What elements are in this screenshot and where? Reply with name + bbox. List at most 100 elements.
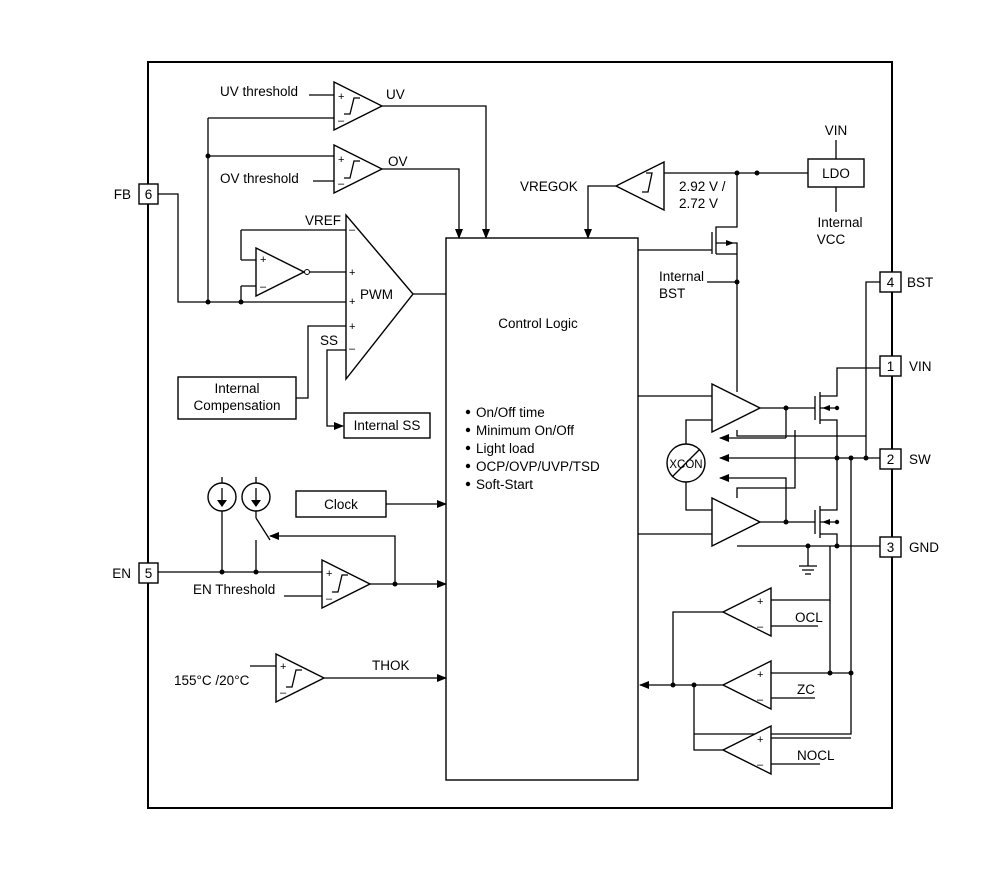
svg-text:+: + — [260, 254, 266, 266]
control-feature-item: Light load — [476, 441, 535, 456]
pwm-comparator: – + + + – — [345, 213, 414, 382]
en-comparator: + – — [321, 558, 372, 610]
internal-bst-label-1: Internal — [659, 269, 704, 284]
pin-vin-number: 1 — [887, 359, 895, 374]
control-feature-item: On/Off time — [476, 405, 545, 420]
svg-text:+: + — [280, 661, 286, 673]
svg-text:–: – — [757, 694, 764, 706]
vref-label: VREF — [305, 213, 341, 228]
svg-text:–: – — [757, 759, 764, 771]
uv-label: UV — [386, 87, 405, 102]
error-amplifier: + – — [255, 246, 310, 298]
bootstrap-switch — [638, 173, 738, 274]
svg-text:+: + — [326, 568, 332, 580]
svg-text:–: – — [260, 281, 267, 293]
pin-fb-number: 6 — [145, 187, 153, 202]
pin-en: 5 EN — [112, 562, 159, 584]
internal-compensation-label-1: Internal — [214, 381, 259, 396]
current-source-right — [241, 477, 271, 512]
control-feature-list: On/Off time Minimum On/Off Light load OC… — [465, 405, 600, 492]
pin-bst: 4 BST — [879, 271, 933, 293]
en-threshold-label: EN Threshold — [193, 582, 275, 597]
internal-compensation-box — [177, 376, 297, 420]
low-side-mosfet — [814, 458, 840, 546]
svg-text:+: + — [757, 734, 763, 746]
ocl-label: OCL — [795, 610, 823, 625]
thermal-comparator: + – — [275, 652, 326, 704]
ov-threshold-label: OV threshold — [220, 171, 299, 186]
nocl-label: NOCL — [797, 748, 835, 763]
svg-text:–: – — [757, 621, 764, 633]
ldo-vin-label: VIN — [825, 123, 848, 138]
pin-sw-name: SW — [909, 452, 931, 467]
xcon-label: XCON — [669, 459, 702, 471]
svg-text:+: + — [349, 296, 355, 308]
svg-text:+: + — [757, 669, 763, 681]
clock-label: Clock — [324, 497, 358, 512]
ocl-comparator: + – — [721, 586, 772, 638]
internal-compensation-label-2: Compensation — [193, 398, 280, 413]
svg-text:+: + — [349, 267, 355, 279]
ground-icon — [799, 565, 817, 575]
pin-sw-number: 2 — [887, 452, 895, 467]
control-feature-item: Soft-Start — [476, 477, 533, 492]
svg-text:–: – — [326, 593, 333, 605]
pin-en-name: EN — [112, 566, 131, 581]
svg-text:+: + — [349, 321, 355, 333]
high-side-driver — [711, 382, 762, 434]
vreg-threshold-label-1: 2.92 V / — [679, 179, 726, 194]
pin-en-number: 5 — [145, 566, 153, 581]
pin-gnd: 3 GND — [879, 536, 939, 558]
ov-comparator: + – — [333, 143, 384, 195]
pin-bst-number: 4 — [887, 275, 895, 290]
low-side-driver — [711, 496, 762, 548]
svg-text:–: – — [349, 343, 356, 355]
vreg-threshold-label-2: 2.72 V — [679, 196, 718, 211]
svg-text:–: – — [338, 178, 345, 190]
high-side-mosfet — [814, 367, 880, 458]
pin-fb: 6 FB — [114, 183, 159, 205]
internal-ss-label: Internal SS — [354, 418, 421, 433]
pin-gnd-number: 3 — [887, 540, 895, 555]
current-source-left — [207, 477, 237, 512]
vregok-label: VREGOK — [520, 179, 578, 194]
zc-label: ZC — [797, 682, 815, 697]
en-switch — [255, 511, 271, 541]
svg-text:+: + — [757, 596, 763, 608]
ov-label: OV — [388, 154, 408, 169]
svg-text:+: + — [338, 154, 344, 166]
thok-label: THOK — [372, 658, 410, 673]
zc-comparator: + – — [721, 659, 772, 711]
pin-gnd-name: GND — [909, 540, 939, 555]
internal-vcc-label-1: Internal — [817, 215, 862, 230]
xcon-cross-conduction: XCON — [666, 443, 706, 483]
ov-arrow — [382, 168, 463, 239]
uv-threshold-label: UV threshold — [220, 84, 298, 99]
internal-bst-label-2: BST — [659, 286, 685, 301]
uv-arrow — [382, 105, 490, 239]
uv-comparator: + – — [333, 80, 384, 132]
control-logic-block — [445, 237, 639, 781]
pwm-label: PWM — [360, 287, 393, 302]
svg-text:–: – — [349, 224, 356, 236]
internal-vcc-label-2: VCC — [817, 232, 846, 247]
en-hysteresis-feedback — [269, 532, 396, 584]
pin-sw: 2 SW — [879, 448, 931, 470]
internal-ss-box — [343, 412, 431, 439]
pin-bst-name: BST — [907, 275, 933, 290]
nocl-comparator: + – — [721, 724, 772, 776]
vregok-comparator — [614, 160, 665, 212]
pin-vin-name: VIN — [909, 359, 932, 374]
svg-text:–: – — [280, 687, 287, 699]
pin-fb-name: FB — [114, 187, 131, 202]
ss-label: SS — [320, 333, 338, 348]
ic-boundary — [147, 61, 893, 809]
control-logic-title: Control Logic — [498, 316, 578, 331]
pin-vin: 1 VIN — [879, 355, 932, 377]
control-feature-item: OCP/OVP/UVP/TSD — [476, 459, 600, 474]
svg-text:–: – — [338, 115, 345, 127]
thermal-threshold-label: 155°C /20°C — [174, 673, 250, 688]
ldo-box — [807, 158, 865, 188]
